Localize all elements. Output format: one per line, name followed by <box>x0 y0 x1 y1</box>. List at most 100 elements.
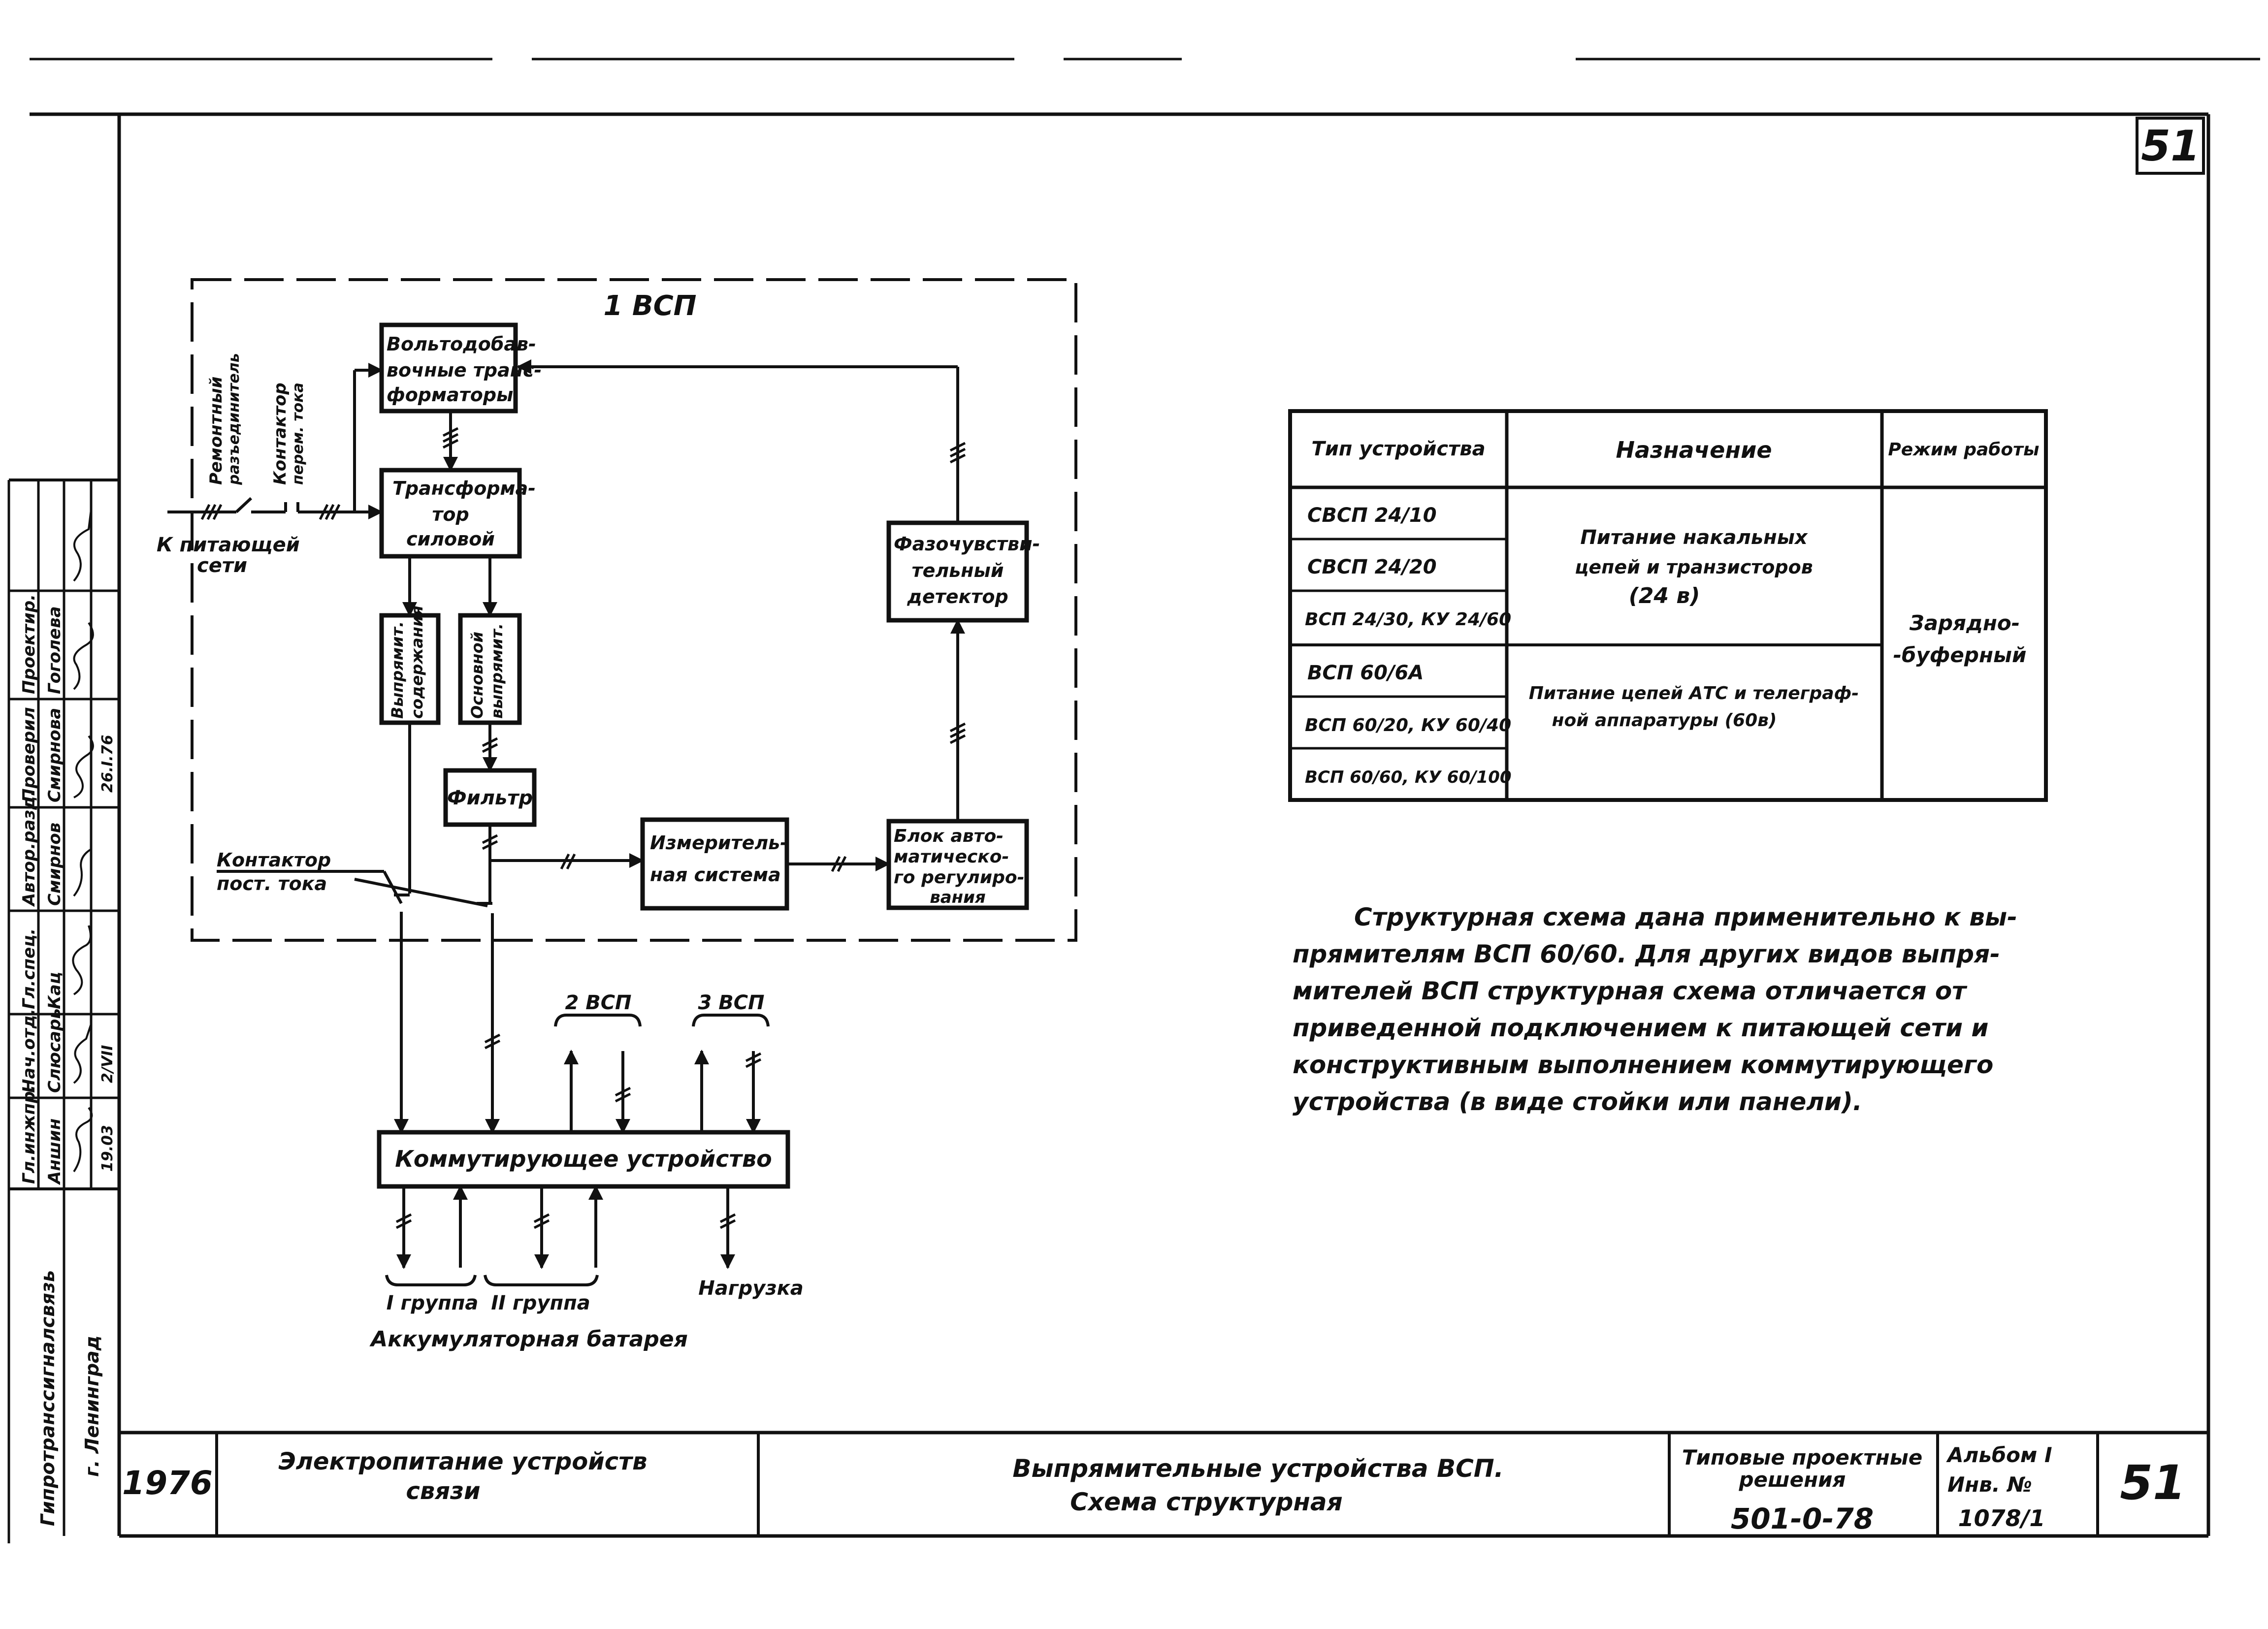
svg-text:Автор.разд.: Автор.разд. <box>19 790 39 907</box>
to-supply-label: К питающей <box>157 534 300 556</box>
svg-text:Нач.отд.: Нач.отд. <box>19 1009 39 1093</box>
svg-text:Выпрямит.: Выпрямит. <box>388 621 407 719</box>
svg-text:тельный: тельный <box>912 560 1004 581</box>
svg-text:Гл.инжпр.: Гл.инжпр. <box>19 1085 39 1184</box>
subject-2: связи <box>406 1477 480 1505</box>
header-type: Тип устройства <box>1311 438 1485 460</box>
svg-text:Вольтодобав-: Вольтодобав- <box>387 333 536 355</box>
note-text: Структурная схема дана применительно к в… <box>1293 903 2017 1116</box>
svg-text:Трансформа-: Трансформа- <box>392 478 536 499</box>
maintenance-rectifier-block: Выпрямит. содержания <box>379 606 441 725</box>
sheet-frame <box>7 112 2210 1543</box>
bus-tick-marks <box>200 427 966 1229</box>
title-block: 1976 Электропитание устройств связи Выпр… <box>119 1431 2208 1536</box>
power-transformer-block: Трансформа- тор силовой <box>379 468 536 559</box>
signatures <box>72 509 94 1173</box>
svg-text:содержания: содержания <box>408 606 426 719</box>
org-city: г. Ленинград <box>81 1336 103 1477</box>
measuring-system-block: Измеритель- ная система <box>640 817 789 911</box>
vsp2-label: 2 ВСП <box>565 991 631 1014</box>
svg-text:прямителям ВСП 60/60. Для друг: прямителям ВСП 60/60. Для других видов в… <box>1293 940 2000 968</box>
svg-text:матическо-: матическо- <box>894 847 1009 867</box>
purpose-24v-2: цепей и транзисторов <box>1575 556 1813 578</box>
repair-disconnector-label: Ремонтный <box>206 377 226 485</box>
auto-regulation-block: Блок авто- матическо- го регулиро- вания <box>886 819 1029 910</box>
phase-detector-block: Фазочувстви- тельный детектор <box>886 520 1040 623</box>
dc-contactor-label-2: пост. тока <box>217 873 327 894</box>
svg-text:тор: тор <box>432 504 469 525</box>
svg-text:Смирнова: Смирнова <box>45 708 65 802</box>
svg-text:приведенной подключением к пит: приведенной подключением к питающей сети… <box>1293 1014 1988 1042</box>
project-code: 501-0-78 <box>1731 1502 1874 1535</box>
svg-text:Гоголева: Гоголева <box>45 606 65 694</box>
svg-text:Смирнов: Смирнов <box>45 823 65 906</box>
side-stamp: Гл.инжпр. Нач.отд. Гл.спец. Автор.разд. … <box>9 479 119 1536</box>
svg-text:Кац: Кац <box>45 972 65 1009</box>
main-rectifier-block: Основной выпрямит. <box>458 613 522 725</box>
purpose-24v: Питание накальных <box>1580 526 1808 549</box>
type-cell: СВСП 24/20 <box>1307 556 1437 578</box>
svg-text:Структурная схема дана примени: Структурная схема дана применительно к в… <box>1354 903 2017 931</box>
vsp1-region <box>191 278 1077 942</box>
svg-text:силовой: силовой <box>406 528 495 550</box>
svg-text:Блок авто-: Блок авто- <box>894 826 1004 846</box>
svg-text:Фазочувстви-: Фазочувстви- <box>894 533 1040 555</box>
ac-contactor-label: Контактор <box>270 383 290 485</box>
type-cell: СВСП 24/10 <box>1307 504 1437 527</box>
to-supply-label-2: сети <box>197 554 247 577</box>
load-label: Нагрузка <box>698 1277 803 1300</box>
svg-text:устройства (в виде стойки или: устройства (в виде стойки или панели). <box>1293 1087 1862 1116</box>
block-diagram: 1 ВСП <box>157 278 1077 1352</box>
svg-text:детектор: детектор <box>907 586 1008 607</box>
svg-text:Измеритель-: Измеритель- <box>650 832 788 854</box>
org-name: Гипротранссигналсвязь <box>37 1270 59 1526</box>
svg-text:Слюсарь: Слюсарь <box>45 1008 65 1093</box>
inventory-number: 1078/1 <box>1958 1505 2045 1532</box>
type-cell: ВСП 60/6А <box>1307 662 1424 684</box>
group1-label: I группа <box>387 1292 479 1314</box>
svg-text:го регулиро-: го регулиро- <box>894 867 1025 888</box>
dc-contactor-label: Контактор <box>217 849 331 871</box>
inventory-label: Инв. № <box>1947 1472 2032 1497</box>
purpose-60v: Питание цепей АТС и телеграф- <box>1529 683 1859 703</box>
svg-text:выпрямит.: выпрямит. <box>487 623 506 719</box>
device-type-table: Тип устройства Назначение Режим работы С… <box>1288 409 2048 802</box>
filter-block: Фильтр <box>443 768 537 827</box>
drawing-subtitle: Схема структурная <box>1070 1488 1343 1516</box>
switching-device-block: Коммутирующее устройство <box>377 1130 790 1189</box>
purpose-60v-2: ной аппаратуры (60в) <box>1552 710 1777 731</box>
svg-text:19.03: 19.03 <box>99 1125 116 1172</box>
mode-cell: Зарядно- <box>1909 611 2020 635</box>
vsp1-region-title: 1 ВСП <box>603 290 696 322</box>
header-purpose: Назначение <box>1616 437 1772 463</box>
svg-text:Гл.спец.: Гл.спец. <box>19 928 39 1009</box>
album-label: Альбом I <box>1946 1443 2052 1467</box>
type-cell: ВСП 60/20, КУ 60/40 <box>1305 715 1511 735</box>
repair-disconnector-label-2: разъединитель <box>226 353 243 485</box>
svg-text:форматоры: форматоры <box>387 384 513 406</box>
battery-label: Аккумуляторная батарея <box>369 1327 688 1352</box>
svg-text:вочные транс-: вочные транс- <box>387 359 542 381</box>
svg-text:Фильтр: Фильтр <box>447 787 533 809</box>
svg-text:26.I.76: 26.I.76 <box>99 735 116 793</box>
series: Типовые проектные <box>1682 1445 1922 1469</box>
group2-label: II группа <box>491 1292 590 1314</box>
page-number-box: 51 <box>2136 117 2205 175</box>
subject: Электропитание устройств <box>279 1448 648 1475</box>
svg-text:Основной: Основной <box>468 632 486 719</box>
svg-text:конструктивным выполнением ком: конструктивным выполнением коммутирующег… <box>1293 1051 1993 1079</box>
svg-text:2/VII: 2/VII <box>99 1045 116 1083</box>
page-number: 51 <box>2141 122 2200 171</box>
mode-cell-2: -буферный <box>1893 643 2027 667</box>
svg-text:мителей ВСП структурная схема: мителей ВСП структурная схема отличается… <box>1293 977 1968 1005</box>
drawing-title: Выпрямительные устройства ВСП. <box>1012 1454 1503 1483</box>
sheet-number: 51 <box>2120 1455 2186 1510</box>
vsp3-label: 3 ВСП <box>698 991 764 1014</box>
purpose-24v-3: (24 в) <box>1629 583 1700 608</box>
svg-text:Аншин: Аншин <box>45 1118 65 1185</box>
svg-text:Коммутирующее устройство: Коммутирующее устройство <box>395 1146 772 1172</box>
year: 1976 <box>122 1464 213 1502</box>
svg-text:Проверил: Проверил <box>19 707 39 802</box>
svg-text:вания: вания <box>930 888 986 907</box>
